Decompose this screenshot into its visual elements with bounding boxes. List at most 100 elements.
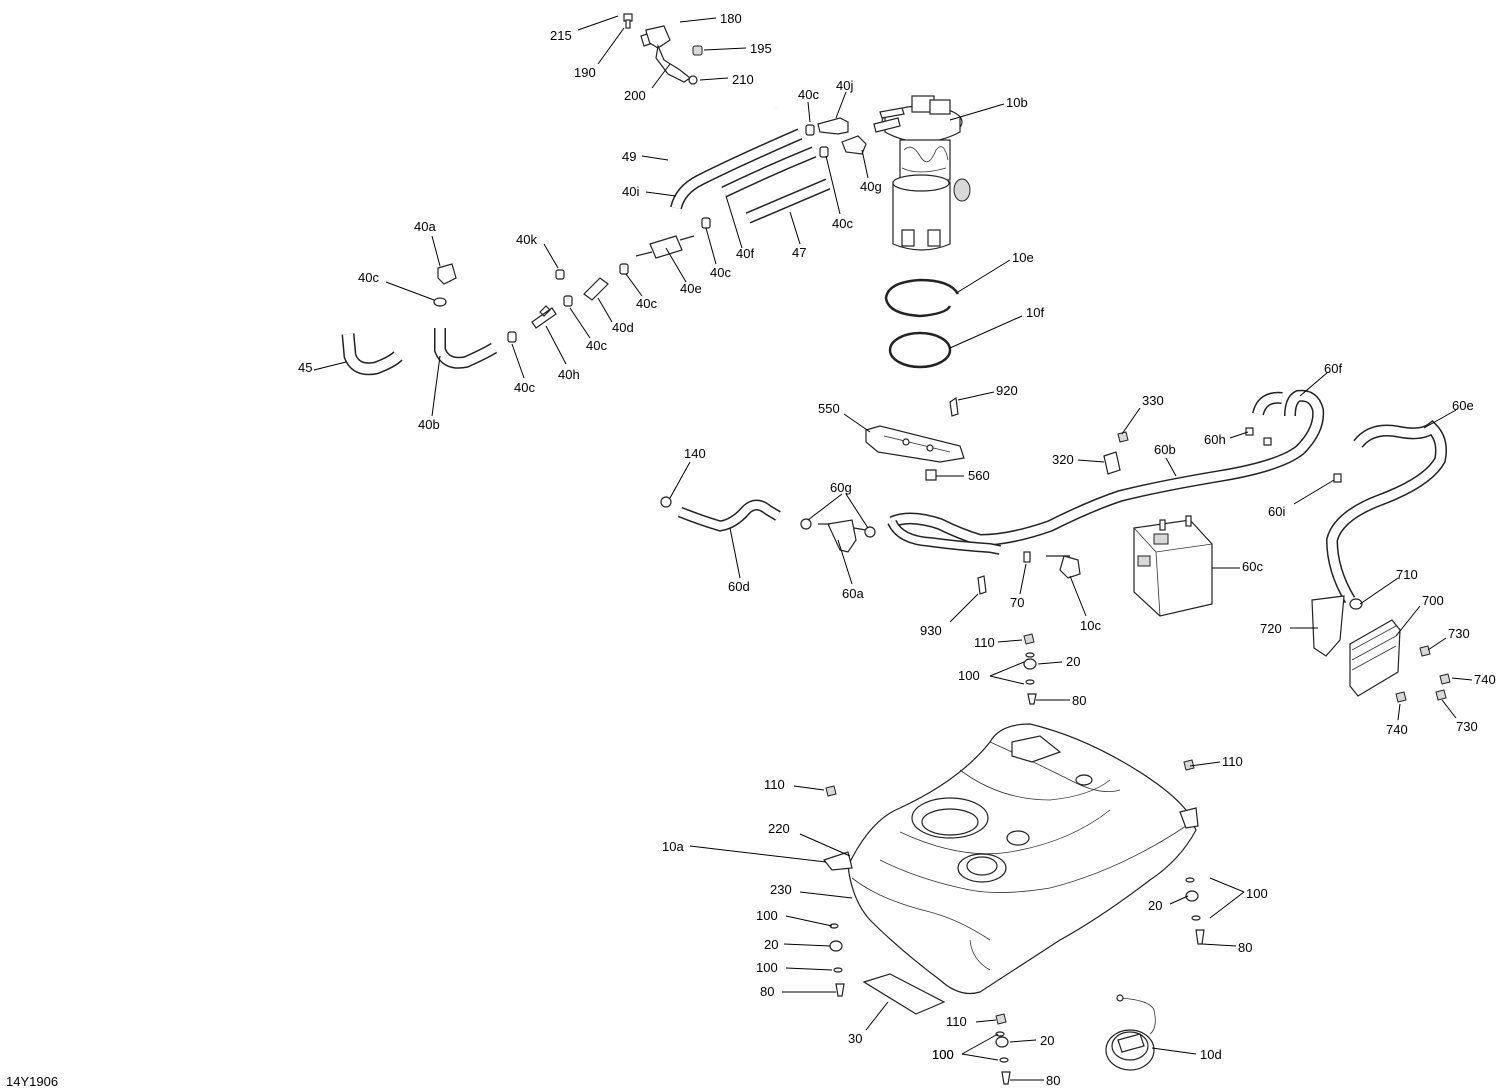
hose-49 [666, 104, 806, 167]
callout-80: 80 [760, 984, 774, 999]
callout-70: 70 [1010, 595, 1024, 610]
clamp-40c [819, 146, 829, 158]
fuel-cap-10d [1105, 994, 1156, 1071]
callout-40b: 40b [418, 417, 440, 432]
clamp-40c [805, 124, 815, 136]
hardware-stack-right [1183, 759, 1205, 945]
callout-200: 200 [624, 88, 646, 103]
bracket-clamp-assembly [623, 13, 703, 85]
callout-920: 920 [996, 383, 1018, 398]
hardware-stack-bottom [995, 1013, 1011, 1085]
clamp-40c [507, 331, 517, 343]
callout-195: 195 [750, 41, 772, 56]
callout-40f: 40f [736, 246, 754, 261]
pad-30 [862, 973, 946, 1015]
callout-49: 49 [622, 149, 636, 164]
callout-40c: 40c [798, 87, 819, 102]
hose-47 [745, 178, 831, 224]
callout-100: 100 [932, 1047, 954, 1062]
callout-10d: 10d [1200, 1047, 1222, 1062]
pin-920 [949, 396, 959, 417]
hose-40i [670, 128, 803, 210]
leader-lines [313, 15, 1473, 1081]
callout-80: 80 [1046, 1073, 1060, 1088]
callout-10a: 10a [662, 839, 684, 854]
vent-hose-60e [1325, 419, 1447, 604]
callout-80: 80 [1072, 693, 1086, 708]
valve-60a [818, 519, 867, 553]
hardware-stack-left [825, 785, 845, 997]
callout-230: 230 [770, 882, 792, 897]
callout-60a: 60a [842, 586, 864, 601]
callout-60h: 60h [1204, 432, 1226, 447]
callout-100: 100 [932, 1047, 954, 1062]
clamp-40c [433, 297, 447, 307]
callout-20: 20 [1148, 898, 1162, 913]
nut-740 [1395, 691, 1407, 703]
callout-740: 740 [1474, 672, 1496, 687]
callout-550: 550 [818, 401, 840, 416]
callout-47: 47 [792, 245, 806, 260]
callout-40i: 40i [622, 184, 639, 199]
hose-40b [434, 328, 498, 369]
fuel-tank-10a [822, 723, 1199, 995]
callout-10e: 10e [1012, 250, 1034, 265]
callout-110: 110 [946, 1014, 967, 1029]
callout-210: 210 [732, 72, 754, 87]
hose-45 [341, 333, 403, 376]
callout-60d: 60d [728, 579, 750, 594]
connector-40j [817, 117, 849, 135]
clamp-60g [800, 518, 812, 530]
callout-30: 30 [848, 1031, 862, 1046]
clamp-40c [701, 217, 711, 229]
screw-730 [1419, 645, 1431, 657]
sensor-10c [1046, 555, 1081, 579]
callout-320: 320 [1052, 452, 1074, 467]
clamp-40c [563, 295, 573, 307]
callout-110: 110 [1222, 754, 1243, 769]
callout-10b: 10b [1006, 95, 1028, 110]
callout-40c: 40c [710, 265, 731, 280]
callout-710: 710 [1396, 567, 1418, 582]
callout-40g: 40g [860, 179, 882, 194]
callout-330: 330 [1142, 393, 1164, 408]
callout-700: 700 [1422, 593, 1444, 608]
callout-40a: 40a [414, 219, 436, 234]
callout-110: 110 [974, 635, 995, 650]
callout-60c: 60c [1242, 559, 1263, 574]
callout-45: 45 [298, 360, 312, 375]
hose-60d [677, 499, 781, 532]
callout-80: 80 [1238, 940, 1252, 955]
hardware-stack-upper [1023, 633, 1037, 705]
gasket-10f [888, 331, 952, 369]
fitting-60h [1245, 427, 1254, 436]
callout-140: 140 [684, 446, 706, 461]
callout-60i: 60i [1268, 504, 1285, 519]
callout-60e: 60e [1452, 398, 1474, 413]
callout-100: 100 [756, 960, 778, 975]
callout-40c: 40c [636, 296, 657, 311]
callout-100: 100 [1246, 886, 1268, 901]
fitting-60i [1333, 473, 1342, 483]
callout-730: 730 [1448, 626, 1470, 641]
fastener-560 [925, 469, 937, 481]
callout-60g: 60g [830, 480, 852, 495]
callout-40h: 40h [558, 367, 580, 382]
fitting-40a [437, 263, 457, 285]
callout-740: 740 [1386, 722, 1408, 737]
callout-20: 20 [764, 937, 778, 952]
sensor-bracket-550 [865, 425, 965, 463]
hose-40f [721, 146, 817, 198]
callout-220: 220 [768, 821, 790, 836]
callout-60f: 60f [1324, 361, 1342, 376]
callout-60b: 60b [1154, 442, 1176, 457]
callout-40c: 40c [514, 380, 535, 395]
callout-40j: 40j [836, 78, 853, 93]
callout-730: 730 [1456, 719, 1478, 734]
clamp-140 [660, 496, 672, 508]
callout-40c: 40c [358, 270, 379, 285]
callout-190: 190 [574, 65, 596, 80]
callout-10c: 10c [1080, 618, 1101, 633]
pin-930 [977, 575, 987, 595]
